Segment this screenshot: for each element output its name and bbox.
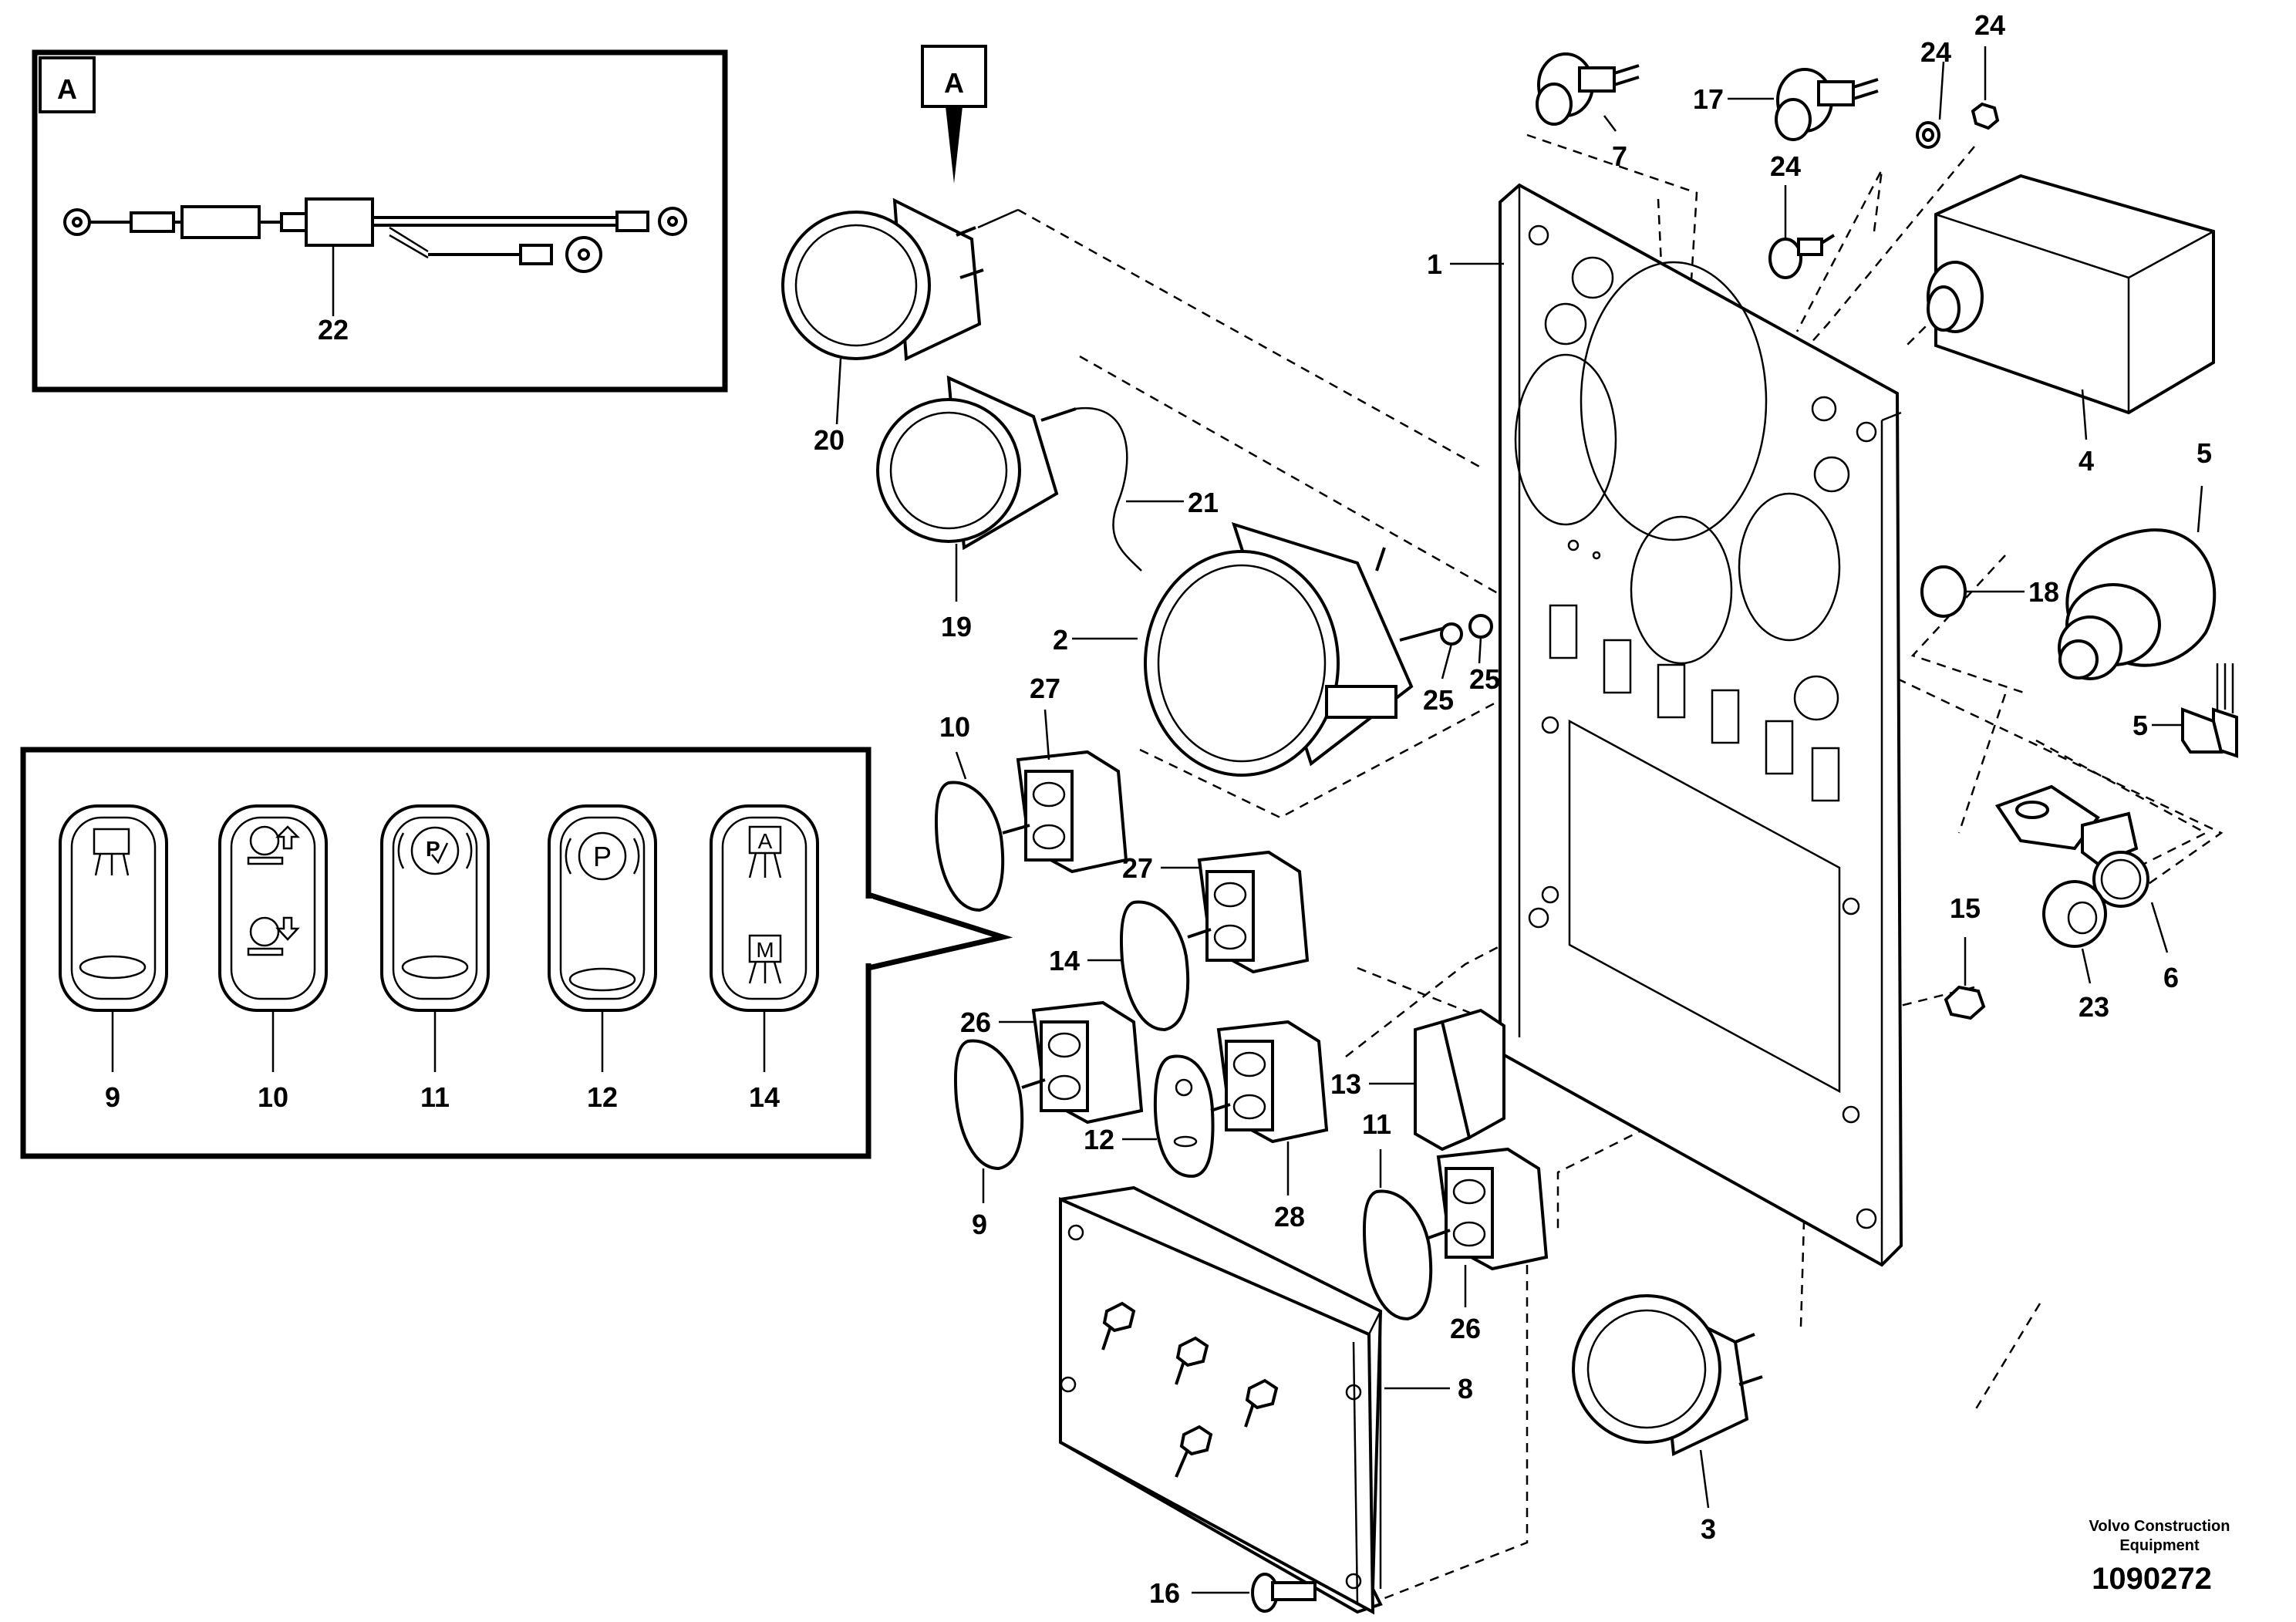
callout-10a: 10 bbox=[939, 711, 970, 743]
callout-14a: 14 bbox=[1049, 945, 1080, 976]
blank-plug-13: 13 bbox=[1330, 1008, 1505, 1152]
switch-body-26a: 26 bbox=[960, 1000, 1144, 1125]
switch-body-28: 28 bbox=[1210, 1020, 1329, 1233]
rocker-switch-11: 11 bbox=[1362, 1108, 1433, 1321]
callout-27a: 27 bbox=[1030, 673, 1060, 704]
indicator-7: 7 bbox=[1536, 52, 1640, 172]
callout-5b: 5 bbox=[2132, 710, 2148, 741]
buzzer-box-4: 4 bbox=[1927, 174, 2215, 477]
cable-harness bbox=[63, 197, 687, 273]
inset-a-harness: A 22 bbox=[32, 49, 728, 393]
gauge-2: 2 25 25 bbox=[1053, 521, 1500, 777]
rocker-switch-14: 14 bbox=[1049, 900, 1190, 1032]
callout-19: 19 bbox=[941, 611, 972, 642]
parking-symbol: P bbox=[593, 841, 612, 872]
callout-15: 15 bbox=[1950, 892, 1981, 924]
switch-body-27b: 27 bbox=[1122, 850, 1310, 974]
callout-3: 3 bbox=[1701, 1513, 1716, 1545]
switch-body-27a: 27 bbox=[1002, 673, 1128, 874]
callout-5a: 5 bbox=[2197, 437, 2212, 469]
indicator-17: 17 bbox=[1693, 68, 1879, 141]
toggle-panel-8: 8 bbox=[1059, 1185, 1473, 1615]
view-a-marker: A bbox=[921, 45, 987, 184]
callout-2: 2 bbox=[1053, 624, 1068, 656]
toggle-lever-3 bbox=[1244, 1378, 1279, 1428]
rocker-symbol-9: 9 bbox=[59, 804, 168, 1113]
inset-a-label: A bbox=[57, 73, 77, 105]
rocker-symbol-14: A M 14 bbox=[710, 804, 819, 1113]
callout-4: 4 bbox=[2079, 445, 2094, 477]
dashboard-panel bbox=[1499, 183, 1903, 1267]
callout-25a: 25 bbox=[1423, 684, 1454, 716]
callout-17: 17 bbox=[1693, 83, 1724, 115]
callout-7: 7 bbox=[1612, 140, 1627, 172]
auto-mode-symbol: A bbox=[758, 829, 773, 853]
rocker-symbol-12: P 12 bbox=[548, 804, 657, 1113]
callout-16: 16 bbox=[1149, 1577, 1180, 1609]
plug-18: 18 bbox=[1920, 565, 2059, 618]
switch-body-26b: 26 bbox=[1428, 1147, 1549, 1344]
gauge-20: 20 bbox=[781, 197, 1019, 456]
inset-switch-symbols: 9 10 P 11 bbox=[20, 747, 1013, 1159]
key-switch-6: 6 23 bbox=[1994, 784, 2179, 1023]
rocker-symbol-10: 10 bbox=[218, 804, 328, 1113]
callout-12a: 12 bbox=[587, 1081, 618, 1113]
callout-23: 23 bbox=[2079, 991, 2109, 1023]
parking-check-symbol: P bbox=[426, 837, 440, 861]
rocker-switch-12: 12 bbox=[1084, 1054, 1215, 1179]
toggle-lever-1 bbox=[1101, 1301, 1136, 1351]
rocker-switch-9: 9 bbox=[953, 1039, 1024, 1240]
callout-13: 13 bbox=[1330, 1068, 1361, 1100]
callout-24c: 24 bbox=[1770, 150, 1801, 182]
callout-20: 20 bbox=[814, 424, 845, 456]
callout-12b: 12 bbox=[1084, 1124, 1114, 1155]
callout-9b: 9 bbox=[972, 1209, 987, 1240]
callout-24b: 24 bbox=[1974, 9, 2005, 41]
callout-26a: 26 bbox=[960, 1007, 991, 1038]
callout-11b: 11 bbox=[1362, 1108, 1391, 1140]
manual-mode-symbol: M bbox=[756, 938, 774, 962]
screw-16: 16 bbox=[1149, 1573, 1317, 1613]
callout-27b: 27 bbox=[1122, 852, 1153, 884]
company-line-2: Equipment bbox=[2119, 1537, 2200, 1554]
callout-21: 21 bbox=[1188, 487, 1219, 518]
nut-15: 15 bbox=[1944, 892, 1986, 1020]
callout-28: 28 bbox=[1274, 1201, 1305, 1233]
view-a-label: A bbox=[944, 67, 964, 99]
callout-6: 6 bbox=[2163, 962, 2179, 993]
callout-9a: 9 bbox=[105, 1081, 120, 1113]
callout-10b: 10 bbox=[258, 1081, 288, 1113]
callout-26b: 26 bbox=[1450, 1313, 1481, 1344]
callout-25b: 25 bbox=[1469, 663, 1500, 695]
callout-11a: 11 bbox=[420, 1081, 450, 1113]
callout-24a: 24 bbox=[1920, 36, 1951, 68]
toggle-lever-4 bbox=[1175, 1425, 1213, 1478]
rocker-switch-10: 10 bbox=[934, 711, 1005, 912]
callout-1: 1 bbox=[1427, 248, 1442, 280]
company-line-1: Volvo Construction bbox=[2089, 1518, 2230, 1535]
rocker-symbol-11: P 11 bbox=[380, 804, 490, 1113]
callout-22: 22 bbox=[318, 314, 349, 346]
callout-18: 18 bbox=[2028, 576, 2059, 608]
toggle-lever-2 bbox=[1175, 1336, 1209, 1385]
gauge-3: 3 bbox=[1572, 1294, 1763, 1545]
callout-14b: 14 bbox=[749, 1081, 780, 1113]
callout-8: 8 bbox=[1458, 1373, 1473, 1404]
ignition-switch-5: 5 5 bbox=[2058, 437, 2238, 758]
footer: Volvo Construction Equipment 1090272 bbox=[2089, 1518, 2230, 1596]
gauge-19: 19 21 bbox=[876, 375, 1219, 642]
nuts-washers-24: 24 24 24 bbox=[1768, 9, 2005, 279]
drawing-number: 1090272 bbox=[2092, 1562, 2212, 1596]
